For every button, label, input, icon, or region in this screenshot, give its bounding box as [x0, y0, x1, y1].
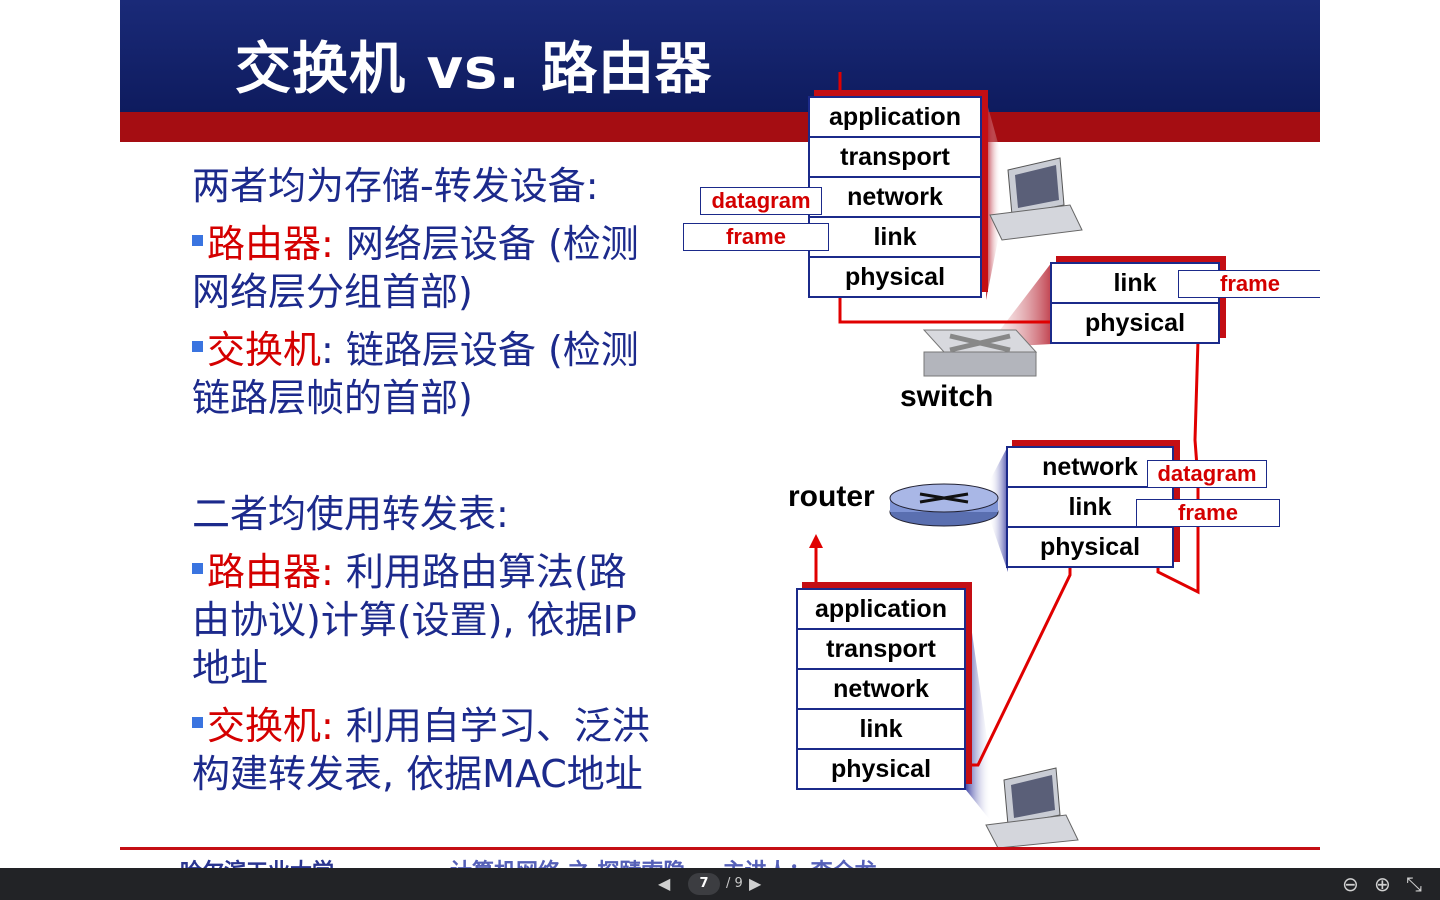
bottom-host-stack: application transport network link physi… [796, 588, 966, 790]
layer-link: link [798, 710, 964, 750]
layer-network: network [810, 178, 980, 218]
router-icon [890, 484, 998, 526]
total-pages: / 9 [726, 868, 743, 900]
bottom-computer-icon [986, 768, 1078, 848]
slide: 交换机 vs. 路由器 两者均为存储-转发设备: 路由器: 网络层设备 (检测 … [120, 0, 1320, 868]
zoom-out-icon[interactable]: ⊖ [1342, 868, 1359, 900]
layer-link: link [810, 218, 980, 258]
prev-page-icon[interactable]: ◀ [658, 868, 670, 900]
layer-application: application [798, 590, 964, 630]
network-diagram [120, 0, 1320, 868]
tag-frame-top: frame [683, 223, 829, 251]
layer-network: network [798, 670, 964, 710]
layer-application: application [810, 98, 980, 138]
current-page-input[interactable]: 7 [688, 873, 720, 895]
switch-icon [924, 330, 1036, 376]
fit-screen-icon[interactable]: ⤡ [1406, 868, 1422, 900]
tag-frame-switch: frame [1178, 270, 1320, 298]
layer-transport: transport [810, 138, 980, 178]
top-computer-icon [990, 158, 1082, 240]
next-page-icon[interactable]: ▶ [749, 868, 761, 900]
tag-frame-router: frame [1136, 499, 1280, 527]
layer-physical: physical [798, 750, 964, 788]
footer-course: 计算机网络 之 探赜索隐 — 主讲人：李全龙 [450, 854, 877, 868]
layer-physical: physical [1008, 528, 1172, 566]
tag-datagram-top: datagram [700, 187, 822, 215]
footer-line [120, 847, 1320, 850]
top-host-stack: application transport network link physi… [808, 96, 982, 298]
router-label: router [788, 480, 875, 514]
footer-university: 哈尔滨工业大学 [180, 854, 334, 868]
switch-label: switch [900, 380, 993, 414]
zoom-in-icon[interactable]: ⊕ [1374, 868, 1391, 900]
tag-datagram-router: datagram [1147, 460, 1267, 488]
layer-physical: physical [810, 258, 980, 296]
layer-transport: transport [798, 630, 964, 670]
layer-physical: physical [1052, 304, 1218, 342]
bottom-host-shade [966, 590, 990, 820]
arrow-head-icon [809, 534, 823, 548]
viewer-toolbar [0, 868, 1440, 900]
top-host-shade [986, 100, 1000, 300]
